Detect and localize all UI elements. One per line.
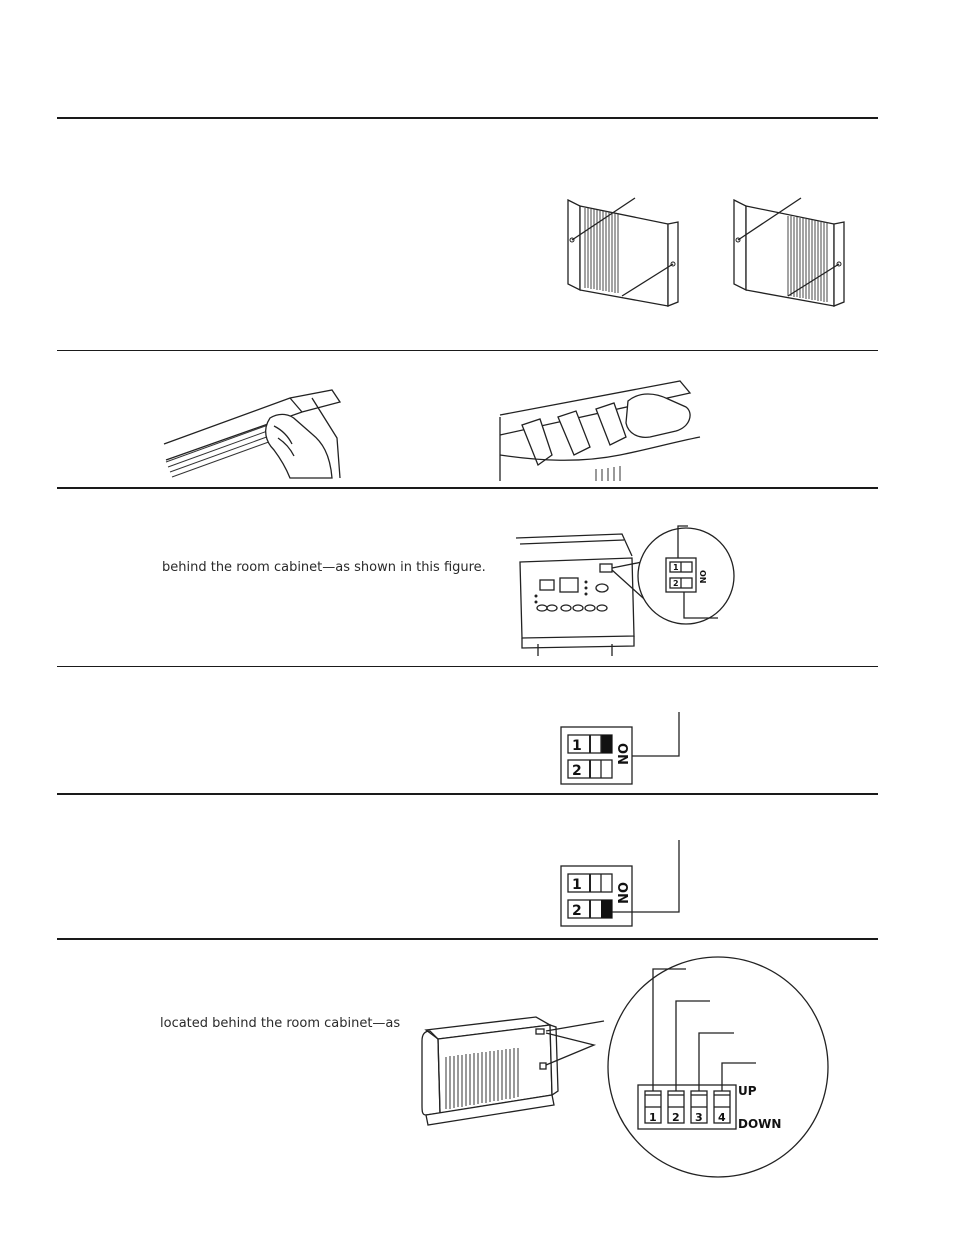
dip-switch-1-on-figure: 1 2 ON <box>560 712 690 790</box>
dip-number-2: 2 <box>672 1111 680 1124</box>
switch-1-number: 1 <box>572 738 582 754</box>
top-rule <box>57 117 878 119</box>
switch-number-2: 2 <box>673 579 679 588</box>
hand-remove-louver-figure <box>499 377 701 481</box>
dip-number-3: 3 <box>695 1111 703 1124</box>
section-divider-1 <box>57 350 878 351</box>
section-divider-5 <box>57 938 878 940</box>
hand-remove-filter-figure <box>162 378 342 480</box>
switch-on-label: ON <box>698 570 707 584</box>
filter-panel-right-figure <box>726 192 856 307</box>
switch-on-label: ON <box>614 882 629 904</box>
dip-number-4: 4 <box>718 1111 726 1124</box>
control-panel-figure: 1 2 ON <box>512 525 737 661</box>
filter-panel-left-figure <box>560 192 690 307</box>
switch-panel-text: located behind the room cabinet—as <box>160 1016 401 1031</box>
dip-switch-2-on-figure: 1 2 ON <box>560 840 690 930</box>
up-label: UP <box>738 1084 757 1098</box>
switch-on-label: ON <box>614 743 629 765</box>
down-label: DOWN <box>738 1117 781 1131</box>
switch-1-number: 1 <box>572 877 582 893</box>
switch-2-number: 2 <box>572 903 582 919</box>
section-divider-4 <box>57 793 878 795</box>
unit-with-switch-panel-figure: 1 2 3 4 UP DOWN <box>416 945 830 1180</box>
switch-2-number: 2 <box>572 763 582 779</box>
section-divider-2 <box>57 487 878 489</box>
dip-access-text: behind the room cabinet—as shown in this… <box>162 560 486 575</box>
switch-number-1: 1 <box>673 563 679 572</box>
section-divider-3 <box>57 666 878 667</box>
dip-number-1: 1 <box>649 1111 657 1124</box>
